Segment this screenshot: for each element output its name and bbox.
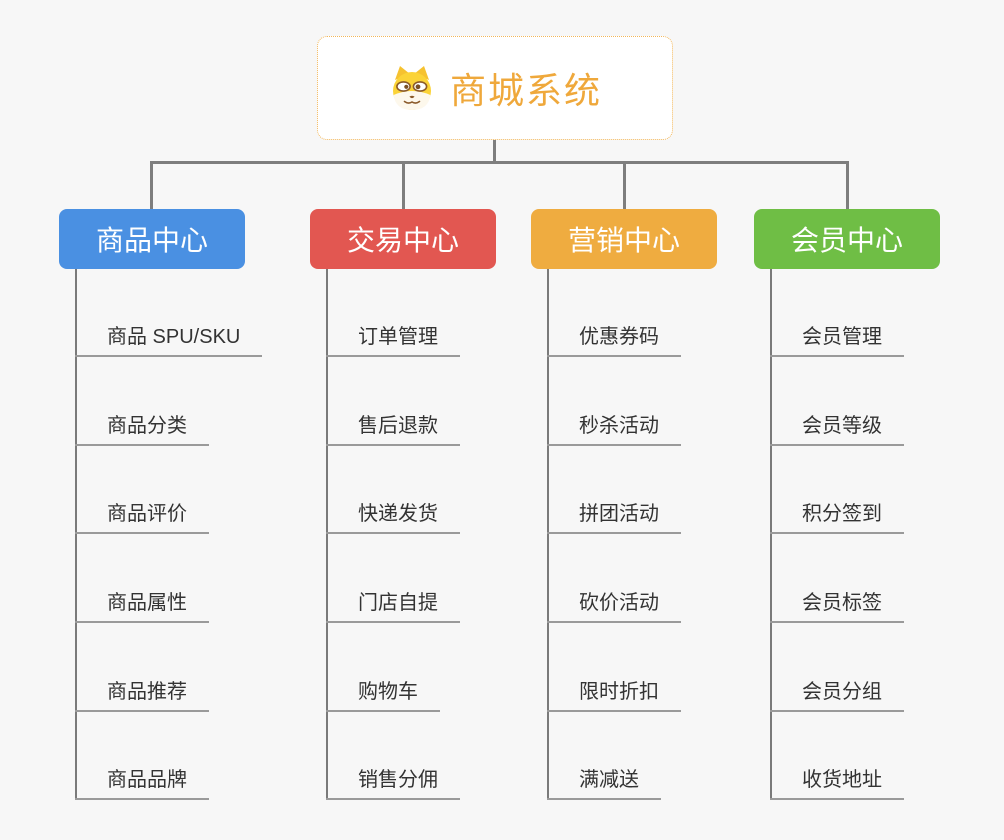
leaf-label: 商品 SPU/SKU xyxy=(107,326,241,348)
leaf-node[interactable]: 限时折扣 xyxy=(547,664,681,712)
leaf-label: 商品属性 xyxy=(107,592,187,614)
leaf-label: 商品品牌 xyxy=(107,769,187,791)
connector-drop xyxy=(846,161,849,210)
leaf-node[interactable]: 会员标签 xyxy=(770,575,904,623)
leaf-label: 购物车 xyxy=(358,681,418,703)
leaf-label: 商品推荐 xyxy=(107,681,187,703)
leaf-label: 商品评价 xyxy=(107,503,187,525)
leaf-node[interactable]: 商品 SPU/SKU xyxy=(75,309,263,357)
connector-drop xyxy=(150,161,153,210)
leaf-node[interactable]: 订单管理 xyxy=(326,309,460,357)
leaf-node[interactable]: 门店自提 xyxy=(326,575,460,623)
branch-label: 会员中心 xyxy=(790,225,903,256)
leaf-node[interactable]: 购物车 xyxy=(326,664,440,712)
branch-spine xyxy=(770,269,772,800)
branch-node-member-center[interactable]: 会员中心 xyxy=(754,209,940,269)
leaf-label: 销售分佣 xyxy=(358,769,438,791)
leaf-label: 拼团活动 xyxy=(579,503,659,525)
branch-label: 商品中心 xyxy=(95,225,208,256)
leaf-node[interactable]: 商品品牌 xyxy=(75,752,209,800)
root-title: 商城系统 xyxy=(449,70,602,111)
leaf-node[interactable]: 商品推荐 xyxy=(75,664,209,712)
leaf-label: 门店自提 xyxy=(358,592,438,614)
branch-label: 交易中心 xyxy=(346,225,459,256)
leaf-label: 积分签到 xyxy=(802,503,882,525)
leaf-label: 订单管理 xyxy=(358,326,438,348)
branch-spine xyxy=(326,269,328,800)
leaf-node[interactable]: 售后退款 xyxy=(326,398,460,446)
leaf-label: 售后退款 xyxy=(358,415,438,437)
root-node[interactable]: 商城系统 xyxy=(317,36,673,140)
leaf-node[interactable]: 会员等级 xyxy=(770,398,904,446)
leaf-label: 快递发货 xyxy=(358,503,438,525)
leaf-label: 会员分组 xyxy=(802,681,882,703)
leaf-node[interactable]: 销售分佣 xyxy=(326,752,460,800)
branch-label: 营销中心 xyxy=(567,225,680,256)
leaf-label: 商品分类 xyxy=(107,415,187,437)
branch-node-product-center[interactable]: 商品中心 xyxy=(59,209,245,269)
branch-spine xyxy=(75,269,77,800)
leaf-label: 会员标签 xyxy=(802,592,882,614)
leaf-node[interactable]: 拼团活动 xyxy=(547,486,681,534)
leaf-node[interactable]: 积分签到 xyxy=(770,486,904,534)
leaf-label: 满减送 xyxy=(579,769,639,791)
connector-rail xyxy=(151,161,847,164)
connector-drop xyxy=(623,161,626,210)
branch-node-marketing-center[interactable]: 营销中心 xyxy=(531,209,717,269)
leaf-label: 秒杀活动 xyxy=(579,415,659,437)
branch-node-trade-center[interactable]: 交易中心 xyxy=(310,209,496,269)
doge-icon xyxy=(392,66,431,110)
leaf-node[interactable]: 商品分类 xyxy=(75,398,209,446)
leaf-node[interactable]: 快递发货 xyxy=(326,486,460,534)
leaf-node[interactable]: 商品评价 xyxy=(75,486,209,534)
root-connector-stub xyxy=(493,140,496,164)
connector-drop xyxy=(402,161,405,210)
leaf-node[interactable]: 收货地址 xyxy=(770,752,904,800)
branch-spine xyxy=(547,269,549,800)
leaf-label: 会员管理 xyxy=(802,326,882,348)
leaf-label: 收货地址 xyxy=(802,769,882,791)
leaf-label: 限时折扣 xyxy=(579,681,659,703)
leaf-node[interactable]: 会员管理 xyxy=(770,309,904,357)
leaf-label: 优惠券码 xyxy=(579,326,659,348)
leaf-label: 砍价活动 xyxy=(579,592,659,614)
leaf-node[interactable]: 商品属性 xyxy=(75,575,209,623)
leaf-label: 会员等级 xyxy=(802,415,882,437)
leaf-node[interactable]: 满减送 xyxy=(547,752,661,800)
leaf-node[interactable]: 砍价活动 xyxy=(547,575,681,623)
leaf-node[interactable]: 优惠券码 xyxy=(547,309,681,357)
leaf-node[interactable]: 会员分组 xyxy=(770,664,904,712)
leaf-node[interactable]: 秒杀活动 xyxy=(547,398,681,446)
